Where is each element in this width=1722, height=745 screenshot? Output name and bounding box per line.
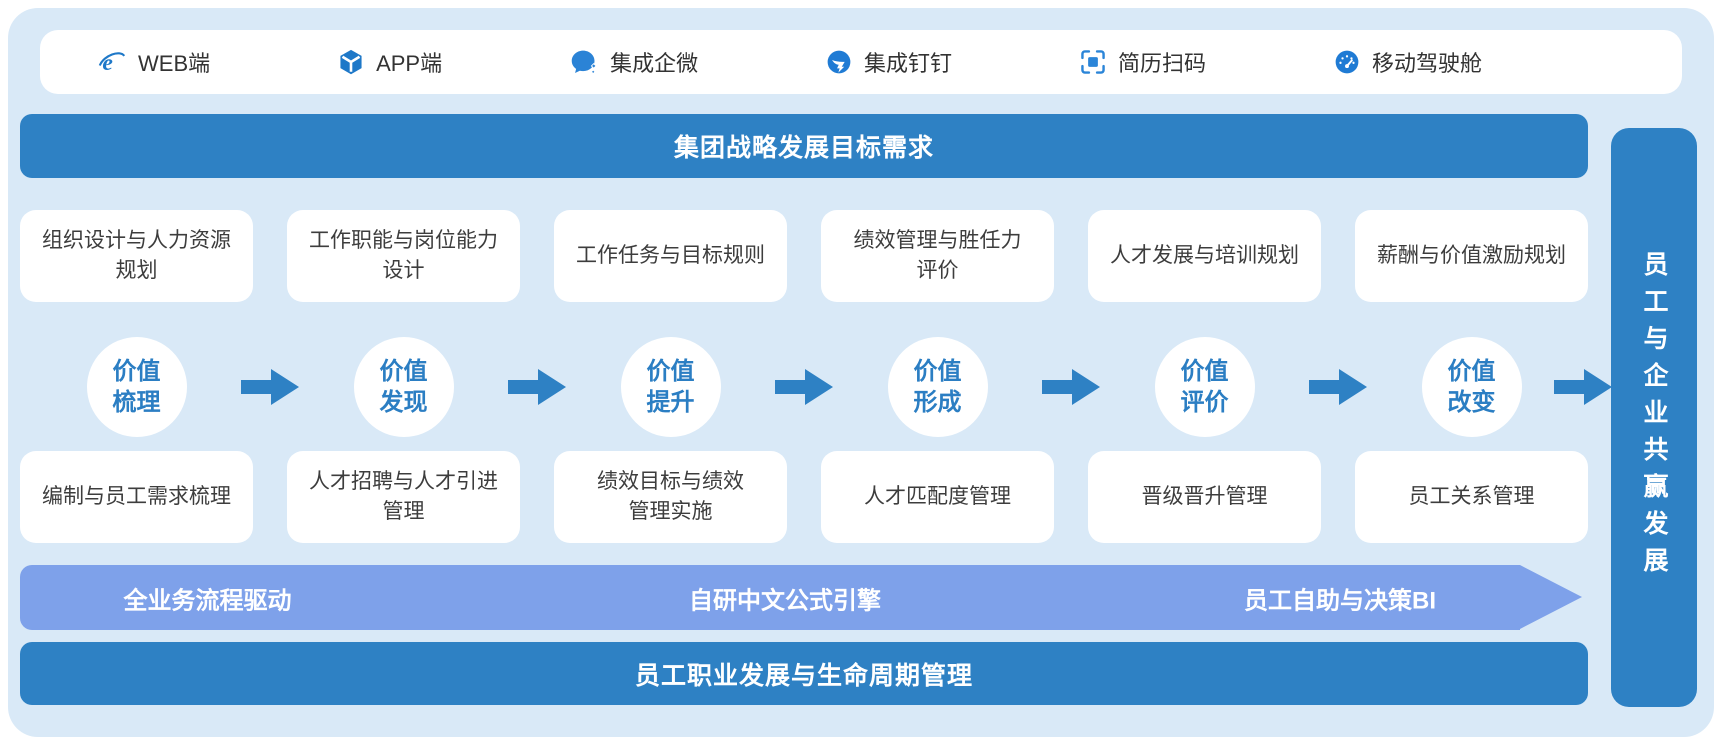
value-step-circle: 价值 改变 (1421, 337, 1522, 437)
value-step: 价值 提升 (554, 337, 833, 437)
platform-item-dingtalk: 集成钉钉 (826, 46, 952, 78)
value-step: 价值 梳理 (20, 337, 299, 437)
platform-item-mobile-dashboard: 移动驾驶舱 (1334, 46, 1482, 78)
platform-label: 集成企微 (610, 51, 699, 76)
platform-bar: e WEB端 APP端 集成企微 (40, 30, 1682, 94)
flow-arrow-icon (508, 369, 566, 405)
platform-label: 移动驾驶舱 (1371, 51, 1482, 76)
svg-text:e: e (102, 50, 112, 76)
dingtalk-icon (826, 49, 852, 75)
platform-label: 集成钉钉 (864, 51, 953, 76)
main-content: 集团战略发展目标需求 组织设计与人力资源 规划 工作职能与岗位能力 设计 工作任… (20, 114, 1612, 705)
value-step-circle: 价值 发现 (353, 337, 454, 437)
app-cube-icon (338, 49, 364, 75)
execution-card: 编制与员工需求梳理 (20, 451, 253, 543)
flow-arrow-icon (1554, 369, 1612, 405)
execution-cards-row: 编制与员工需求梳理 人才招聘与人才引进 管理 绩效目标与绩效 管理实施 人才匹配… (20, 451, 1588, 543)
execution-card: 人才招聘与人才引进 管理 (287, 451, 520, 543)
flow-arrow-icon (1309, 369, 1367, 405)
value-step: 价值 形成 (821, 337, 1100, 437)
execution-card: 员工关系管理 (1355, 451, 1588, 543)
strategy-banner: 集团战略发展目标需求 (20, 114, 1588, 178)
value-step: 价值 改变 (1355, 337, 1612, 437)
process-arrow-banner: 全业务流程驱动 自研中文公式引擎 员工自助与决策BI (20, 565, 1582, 630)
platform-label: WEB端 (138, 51, 211, 76)
process-label: 员工自助与决策BI (1244, 587, 1436, 614)
planning-card: 工作职能与岗位能力 设计 (287, 210, 520, 302)
value-step: 价值 发现 (287, 337, 566, 437)
flow-arrow-icon (775, 369, 833, 405)
planning-card: 绩效管理与胜任力 评价 (821, 210, 1054, 302)
wecom-chat-icon (570, 48, 598, 76)
planning-cards-row: 组织设计与人力资源 规划 工作职能与岗位能力 设计 工作任务与目标规则 绩效管理… (20, 210, 1588, 302)
flow-arrow-icon (241, 369, 299, 405)
planning-card: 人才发展与培训规划 (1088, 210, 1321, 302)
planning-card: 薪酬与价值激励规划 (1355, 210, 1588, 302)
planning-card: 组织设计与人力资源 规划 (20, 210, 253, 302)
value-step: 价值 评价 (1088, 337, 1367, 437)
flow-arrow-icon (1042, 369, 1100, 405)
process-label: 全业务流程驱动 (123, 587, 292, 614)
value-chain-row: 价值 梳理 价值 发现 价值 提升 价值 形成 (20, 337, 1612, 437)
execution-card: 绩效目标与绩效 管理实施 (554, 451, 787, 543)
value-step-circle: 价值 梳理 (86, 337, 187, 437)
lifecycle-banner: 员工职业发展与生命周期管理 (20, 642, 1588, 705)
platform-label: 简历扫码 (1118, 51, 1207, 76)
win-win-vertical-banner: 员工与企业共赢发展 (1611, 128, 1697, 707)
execution-card: 晋级晋升管理 (1088, 451, 1321, 543)
value-step-circle: 价值 评价 (1154, 337, 1255, 437)
platform-item-web: e WEB端 (98, 46, 210, 78)
win-win-vertical-label: 员工与企业共赢发展 (1640, 251, 1668, 584)
resume-scan-icon (1080, 49, 1106, 75)
diagram-container: e WEB端 APP端 集成企微 (8, 8, 1714, 737)
mobile-dashboard-icon (1334, 49, 1360, 75)
value-step-circle: 价值 形成 (887, 337, 988, 437)
execution-card: 人才匹配度管理 (821, 451, 1054, 543)
value-step-circle: 价值 提升 (620, 337, 721, 437)
platform-label: APP端 (376, 51, 443, 76)
planning-card: 工作任务与目标规则 (554, 210, 787, 302)
platform-item-wecom: 集成企微 (570, 46, 698, 78)
process-label: 自研中文公式引擎 (689, 587, 881, 614)
platform-item-app: APP端 (338, 46, 442, 78)
platform-item-resume-scan: 简历扫码 (1080, 46, 1206, 78)
ie-browser-icon: e (98, 48, 126, 76)
